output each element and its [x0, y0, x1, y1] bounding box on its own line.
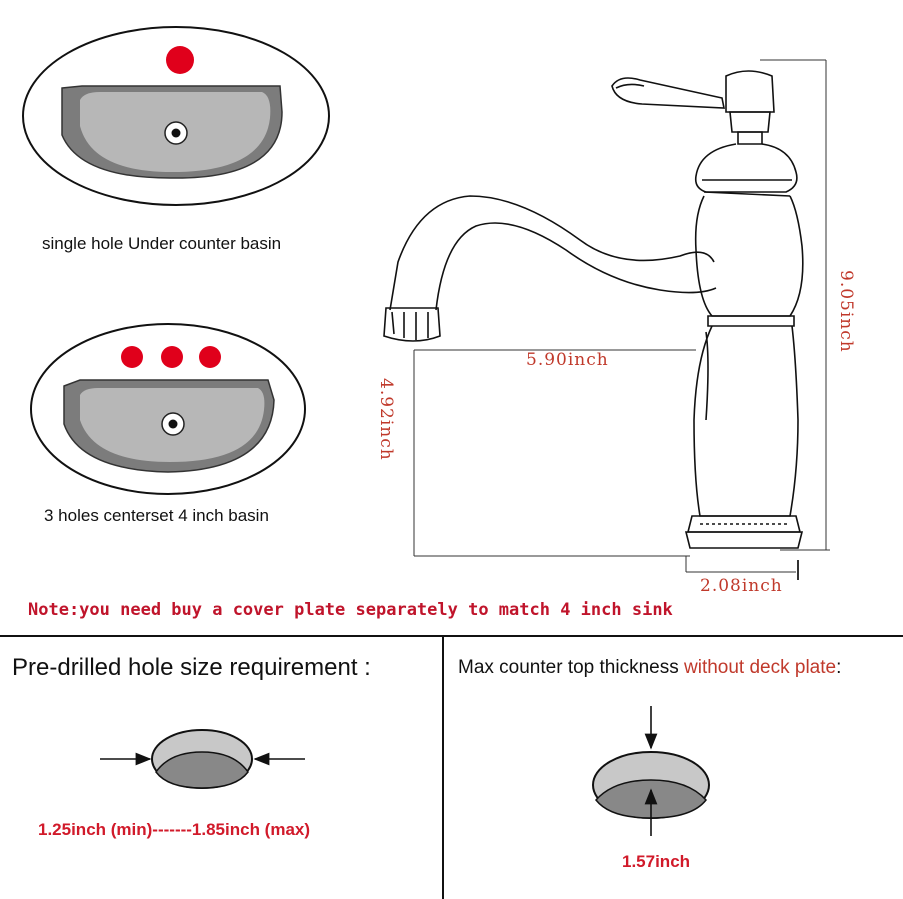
thickness-title-prefix: Max counter top thickness — [458, 657, 684, 678]
hole-size-diagram — [100, 729, 305, 789]
hole-marker-icon — [199, 346, 221, 368]
hole-size-range-label: 1.25inch (min)-------1.85inch (max) — [38, 820, 311, 839]
spout-height-dimension-label: 4.92inch — [376, 378, 396, 461]
height-dimension-label: 9.05inch — [836, 270, 856, 353]
faucet-sketch — [383, 70, 804, 549]
cover-plate-note: Note:you need buy a cover plate separate… — [28, 600, 673, 620]
hole-marker-icon — [161, 346, 183, 368]
hole-marker-icon — [121, 346, 143, 368]
thickness-title-suffix: : — [836, 657, 842, 678]
thickness-title-highlight: without deck plate — [684, 657, 837, 678]
hole-size-title: Pre-drilled hole size requirement : — [12, 654, 371, 681]
base-diameter-dimension-label: 2.08inch — [700, 576, 783, 596]
thickness-value-label: 1.57inch — [622, 852, 691, 871]
single-basin-caption: single hole Under counter basin — [42, 234, 282, 253]
hole-marker-icon — [166, 46, 194, 74]
spout-reach-dimension-label: 5.90inch — [526, 350, 609, 370]
dimension-lines — [413, 59, 830, 580]
thickness-title: Max counter top thickness without deck p… — [458, 657, 841, 679]
panel-borders — [0, 635, 903, 899]
single-hole-basin — [22, 26, 330, 206]
thickness-diagram — [592, 706, 710, 836]
three-hole-basin-caption: 3 holes centerset 4 inch basin — [44, 506, 269, 525]
three-hole-basin — [30, 323, 306, 495]
